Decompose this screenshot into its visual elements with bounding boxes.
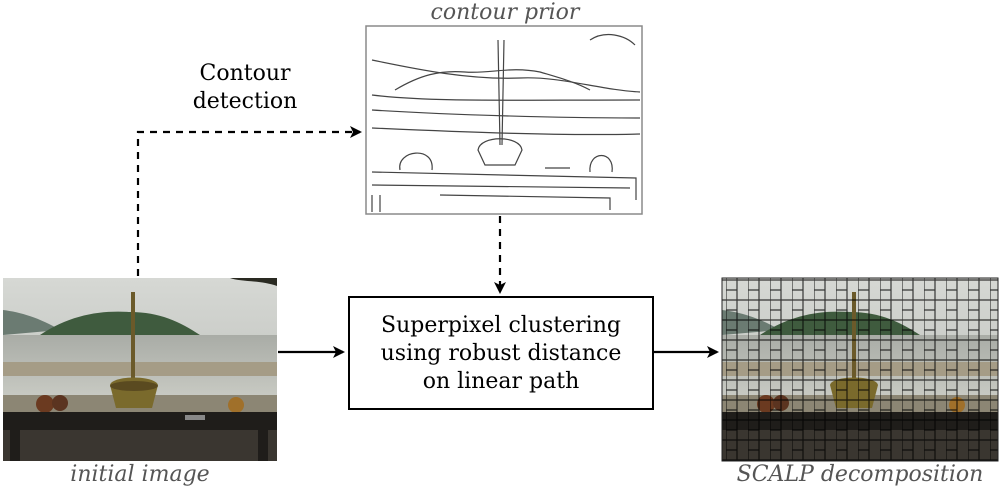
- process-label-line1: Superpixel clustering: [381, 313, 621, 338]
- contour-detection-arrow: [136, 126, 362, 276]
- process-box: [348, 296, 654, 410]
- contour-detection-label-line2: detection: [193, 89, 298, 114]
- scalp-image-frame: [721, 277, 999, 462]
- initial-image-caption: initial image: [70, 462, 209, 487]
- contour-prior-image: [365, 25, 643, 215]
- scalp-image: [722, 278, 998, 461]
- contour-prior-caption: contour prior: [431, 0, 581, 25]
- process-label-line2: using robust distance: [381, 341, 622, 366]
- process-label-line3: on linear path: [423, 369, 580, 394]
- scalp-image-caption: SCALP decomposition: [737, 462, 984, 487]
- contour-detection-label-line1: Contour: [199, 61, 291, 86]
- initial-image: [3, 278, 277, 461]
